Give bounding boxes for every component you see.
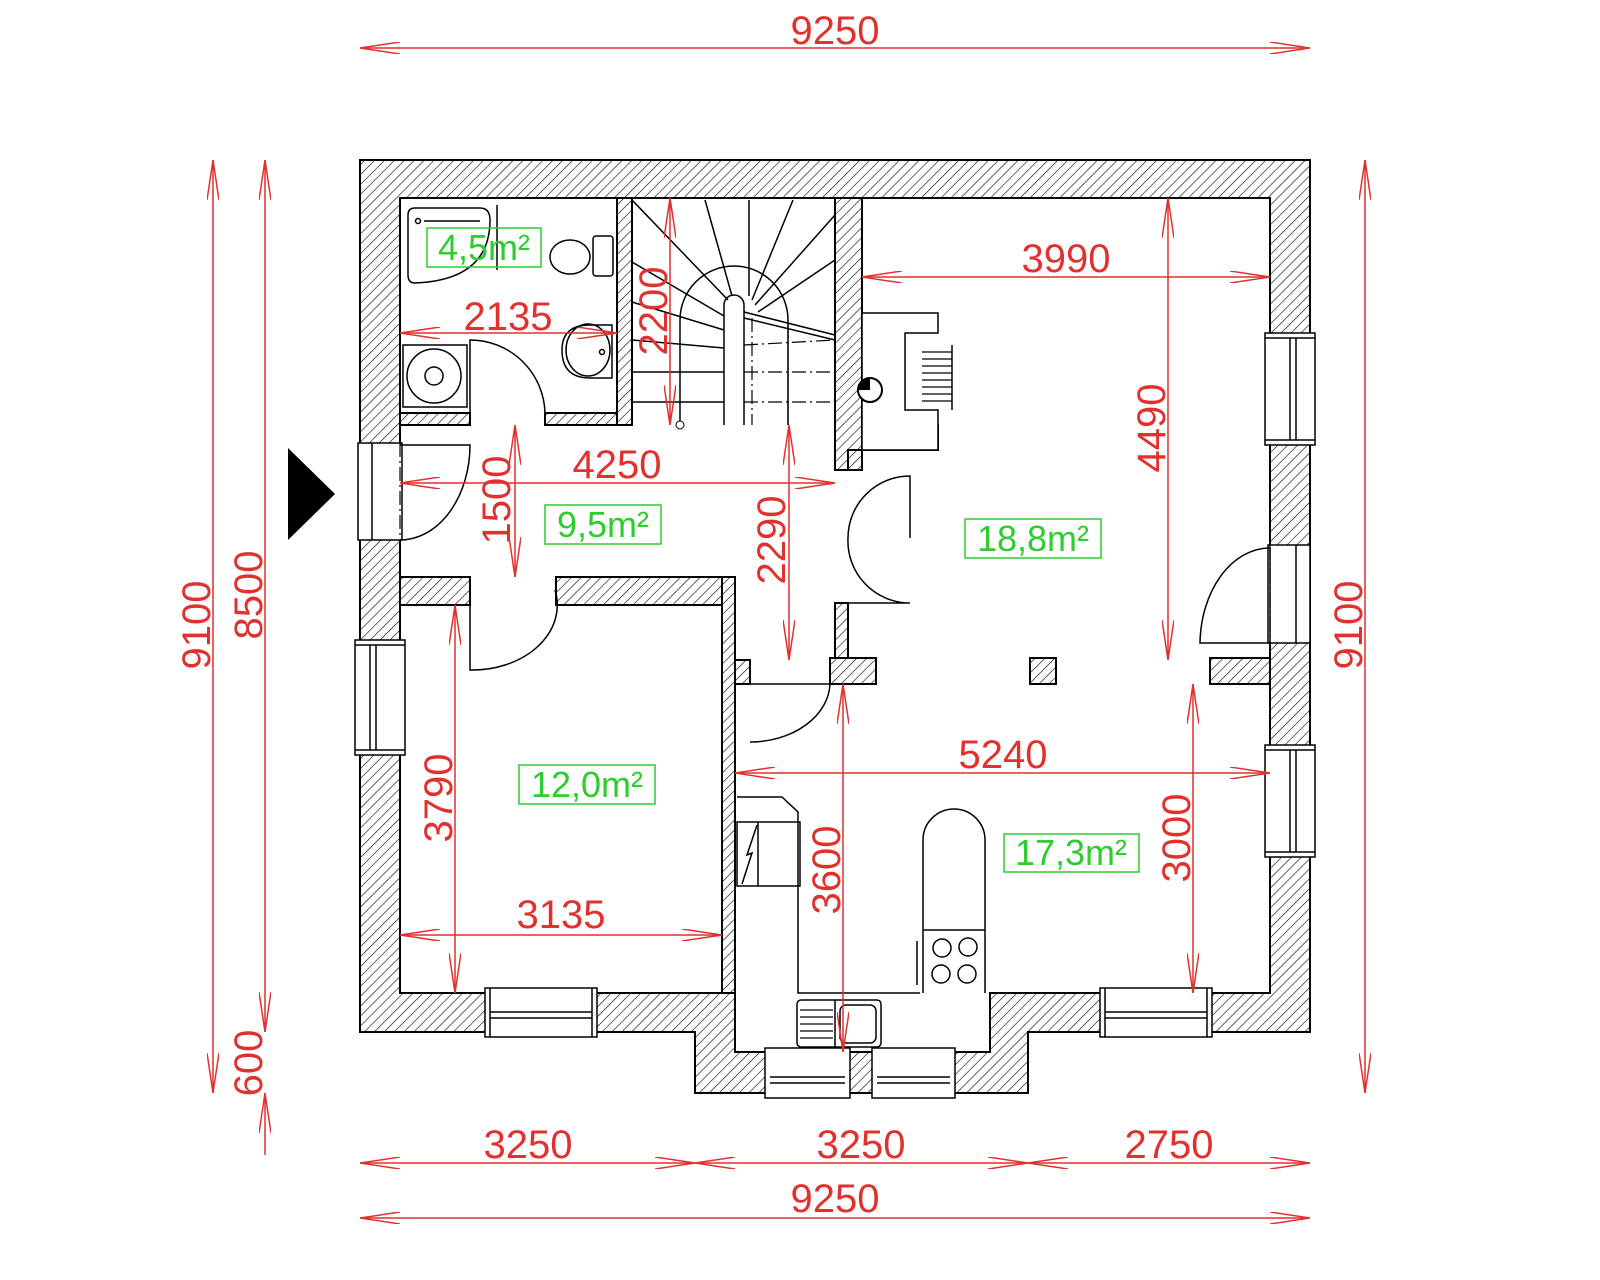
- stove-icon: [916, 937, 978, 985]
- windows: [354, 332, 1316, 1099]
- washbasin-icon: [561, 323, 613, 379]
- area-kitchen-dining: 17,3m²: [1015, 832, 1127, 873]
- living-opening: [830, 471, 864, 603]
- bath-hall-wall-left: [399, 412, 471, 426]
- area-hall: 9,5m²: [557, 504, 649, 545]
- kitchen-fixtures: [736, 796, 986, 1048]
- dim-bedroom-width: 3135: [517, 893, 606, 937]
- dim-left-total: 9100: [175, 581, 219, 670]
- bathroom-door-swing: [469, 339, 546, 414]
- dim-right-total: 9100: [1327, 581, 1371, 670]
- bath-stair-wall: [616, 197, 633, 426]
- dim-bathroom-width: 2135: [464, 295, 553, 339]
- toilet-icon: [549, 235, 614, 277]
- living-door-swing-bottom: [847, 537, 911, 604]
- window-bottom-dining: [1099, 987, 1213, 1038]
- staircase-drawing: [631, 199, 836, 430]
- dim-bottom-2: 3250: [817, 1123, 906, 1167]
- area-living-room: 18,8m²: [977, 518, 1089, 559]
- dim-kitchen-depth: 3600: [805, 826, 849, 915]
- fireplace-icon: [857, 312, 953, 451]
- dim-bottom-3: 2750: [1125, 1123, 1214, 1167]
- entrance-door-frame: [357, 442, 403, 541]
- stair-join: [633, 420, 834, 428]
- fridge-icon: [922, 808, 986, 993]
- dim-bottom-1: 3250: [484, 1123, 573, 1167]
- terrace-door-frame: [1267, 544, 1311, 644]
- dimension-labels: 9250 3250 3250 2750 9250 9100 8500 600 9…: [175, 9, 1371, 1221]
- bedroom-kitchen-wall: [721, 576, 736, 994]
- window-right-bottom: [1264, 744, 1316, 858]
- dim-living-width: 3990: [1022, 237, 1111, 281]
- dim-hall-to-kitchen: 2290: [750, 496, 794, 585]
- kitchen-door-swing: [749, 683, 831, 743]
- window-kitchen-left: [764, 1047, 851, 1099]
- shower-icon: [407, 207, 491, 284]
- kitchen-stub: [734, 659, 751, 685]
- living-door-swing-top: [847, 475, 911, 539]
- doors: [399, 339, 1271, 743]
- pillar: [1029, 657, 1057, 685]
- window-bottom-bedroom: [484, 987, 598, 1038]
- dim-dining-depth: 3000: [1155, 794, 1199, 883]
- entrance-door-swing: [399, 444, 471, 541]
- dim-bedroom-depth: 3790: [417, 754, 461, 843]
- right-stub: [1209, 657, 1271, 685]
- terrace-door-swing: [1199, 547, 1271, 644]
- window-kitchen-right: [871, 1047, 956, 1099]
- window-right-top: [1264, 332, 1316, 446]
- bedroom-door-opening: [470, 576, 556, 606]
- area-bathroom: 4,5m²: [438, 227, 530, 268]
- dim-left-bay: 600: [227, 1030, 271, 1097]
- dimension-lines: [213, 48, 1365, 1218]
- dim-hall-depth: 1500: [475, 456, 519, 545]
- column-a: [834, 602, 849, 661]
- dim-overall-bottom: 9250: [791, 1177, 880, 1221]
- area-labels: 4,5m² 9,5m² 18,8m² 12,0m² 17,3m²: [426, 227, 1140, 873]
- bedroom-door-swing: [469, 589, 559, 671]
- washing-machine-icon: [402, 344, 468, 408]
- area-bedroom: 12,0m²: [531, 764, 643, 805]
- dim-living-depth: 4490: [1130, 384, 1174, 473]
- entrance-arrow-icon: [288, 448, 335, 540]
- dim-kitchen-width: 5240: [959, 733, 1048, 777]
- bath-hall-wall-right: [544, 412, 618, 426]
- stair-living-wall: [834, 197, 863, 471]
- dim-overall-top: 9250: [791, 9, 880, 53]
- column-b: [829, 657, 877, 685]
- window-left: [354, 639, 406, 756]
- electric-box-icon: [736, 821, 801, 887]
- dim-stair-depth: 2200: [632, 267, 676, 356]
- hall-bedroom-wall-b: [555, 576, 736, 606]
- hall-bedroom-wall-a: [399, 576, 471, 606]
- dim-hall-width: 4250: [573, 443, 662, 487]
- bathroom-fixtures: [402, 205, 614, 408]
- dim-left-main: 8500: [227, 551, 271, 640]
